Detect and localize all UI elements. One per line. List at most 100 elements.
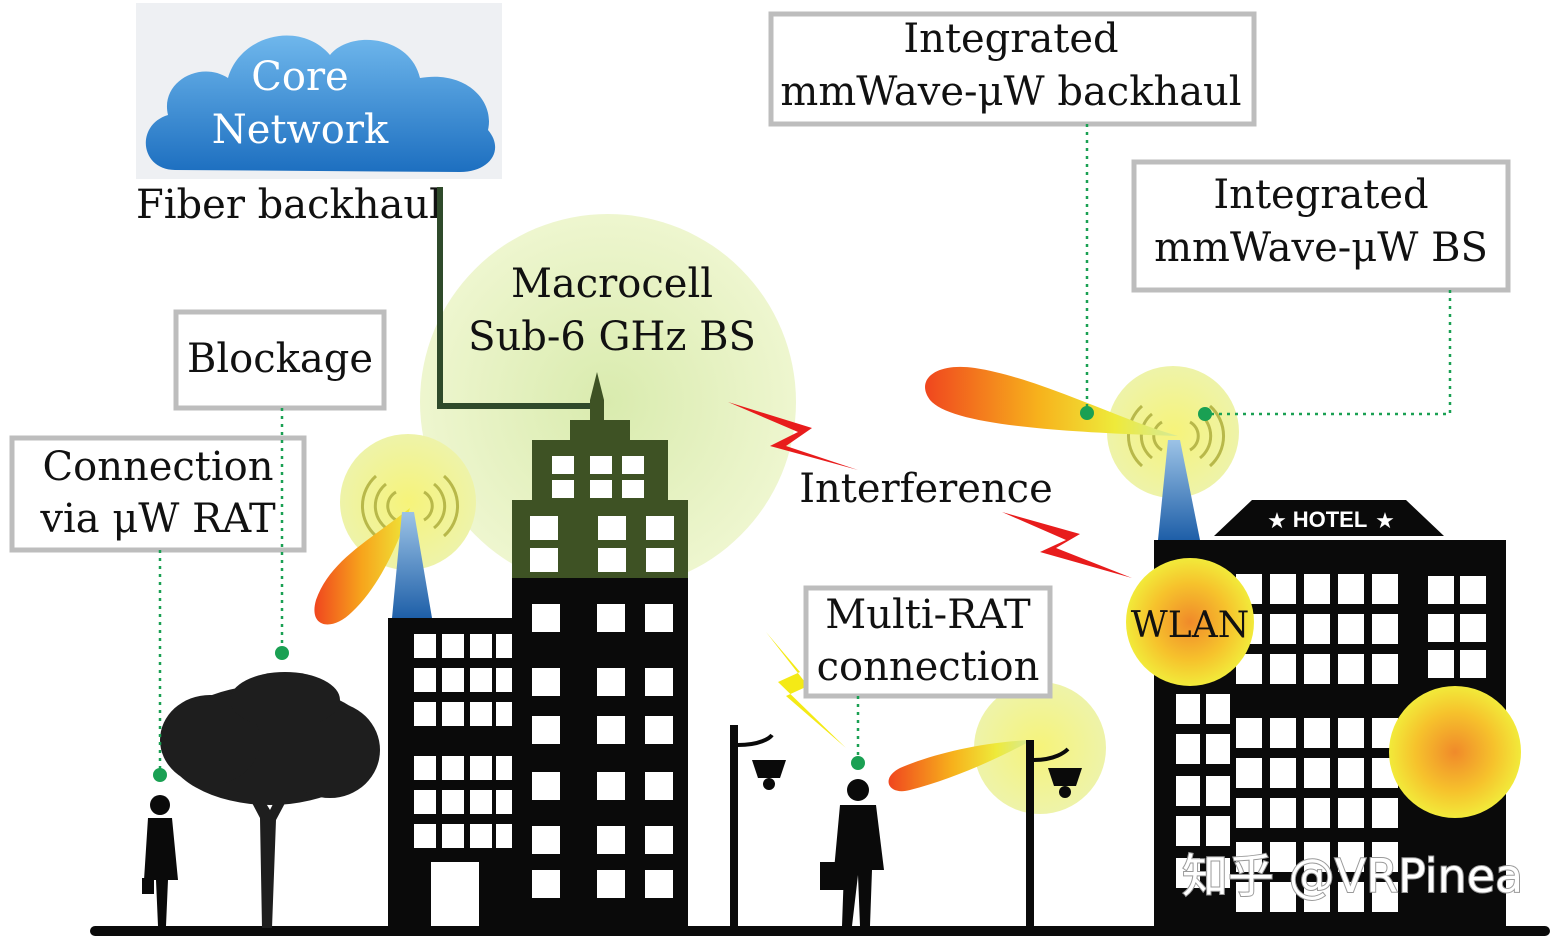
window [1304, 654, 1330, 684]
connection-box: Connection via μW RAT [9, 435, 307, 553]
macrocell-label-1: Macrocell [511, 261, 713, 307]
wlan-hotspot [1126, 558, 1254, 686]
window [1460, 576, 1486, 604]
window [1270, 574, 1296, 604]
multi-rat-label-1: Multi-RAT [825, 592, 1031, 638]
core-network-cloud: Core Network [136, 3, 502, 179]
window [1206, 734, 1230, 764]
window [622, 480, 644, 498]
window [414, 824, 436, 848]
window [1304, 718, 1330, 748]
integrated-bs-box: Integrated mmWave-μW BS [1131, 159, 1511, 293]
window [1372, 882, 1398, 912]
blockage-box: Blockage [173, 309, 387, 411]
window [1338, 654, 1364, 684]
window [1270, 718, 1296, 748]
antenna-mast-right [1158, 440, 1200, 540]
window [414, 702, 436, 726]
pointer-lines [158, 124, 1452, 774]
window [1428, 614, 1454, 642]
window [1338, 842, 1364, 872]
window [597, 668, 625, 696]
window [1270, 882, 1296, 912]
central-skyscraper [512, 372, 688, 928]
window [532, 772, 560, 800]
blockage-label: Blockage [187, 336, 373, 382]
window [470, 702, 492, 726]
window [1428, 650, 1454, 678]
window [1236, 718, 1262, 748]
window [1176, 734, 1200, 764]
fiber-link [437, 187, 597, 409]
person-man [820, 779, 884, 926]
window [1338, 718, 1364, 748]
window [532, 870, 560, 898]
window [1236, 882, 1262, 912]
integrated-backhaul-label-2: mmWave-μW backhaul [780, 69, 1241, 115]
window [442, 824, 464, 848]
window [1372, 574, 1398, 604]
integrated-backhaul-box: Integrated mmWave-μW backhaul [768, 11, 1257, 127]
window [1304, 614, 1330, 644]
window [1176, 858, 1200, 888]
left-signal-waves [361, 474, 459, 538]
connection-label-2: via μW RAT [39, 496, 276, 542]
window [646, 548, 674, 572]
person-woman [142, 795, 178, 926]
connection-label-1: Connection [43, 444, 274, 490]
window [1236, 798, 1262, 828]
window [414, 790, 436, 814]
window [1236, 842, 1262, 872]
window [1372, 798, 1398, 828]
window [1372, 654, 1398, 684]
window [1372, 614, 1398, 644]
window [590, 480, 612, 498]
integrated-bs-label-1: Integrated [1213, 172, 1428, 218]
window [414, 756, 436, 780]
lightning-icon [1002, 512, 1132, 578]
window [530, 548, 558, 572]
window [532, 668, 560, 696]
window [645, 716, 673, 744]
street-lamp-right [1026, 740, 1082, 928]
window [1206, 776, 1230, 806]
window [1460, 614, 1486, 642]
multi-rat-label-2: connection [817, 644, 1040, 690]
window [442, 702, 464, 726]
window [532, 716, 560, 744]
window [1176, 776, 1200, 806]
window [414, 668, 436, 692]
wlan-label: WLAN [1131, 605, 1249, 646]
window [1270, 654, 1296, 684]
window [1338, 758, 1364, 788]
window [1304, 882, 1330, 912]
window [597, 604, 625, 632]
pointer-dots [153, 406, 1212, 782]
interference-label: Interference [799, 466, 1053, 512]
window [1206, 816, 1230, 846]
window [1270, 798, 1296, 828]
window [645, 870, 673, 898]
window [645, 668, 673, 696]
window [1304, 758, 1330, 788]
fiber-backhaul-label: Fiber backhaul [136, 182, 442, 228]
window [645, 826, 673, 854]
left-building [388, 618, 522, 928]
window [1236, 758, 1262, 788]
window [470, 790, 492, 814]
window [414, 634, 436, 658]
window [1270, 614, 1296, 644]
window [552, 480, 574, 498]
window [597, 870, 625, 898]
window [442, 668, 464, 692]
street-lamp-left [730, 725, 786, 928]
window [646, 516, 674, 540]
antenna-mast-left [392, 512, 432, 618]
hotel-sign: HOTEL [1293, 507, 1368, 532]
watermark: 知乎 @VRPinea [1182, 849, 1523, 903]
window [552, 456, 574, 474]
window [1206, 858, 1230, 888]
window [1338, 882, 1364, 912]
window [470, 824, 492, 848]
